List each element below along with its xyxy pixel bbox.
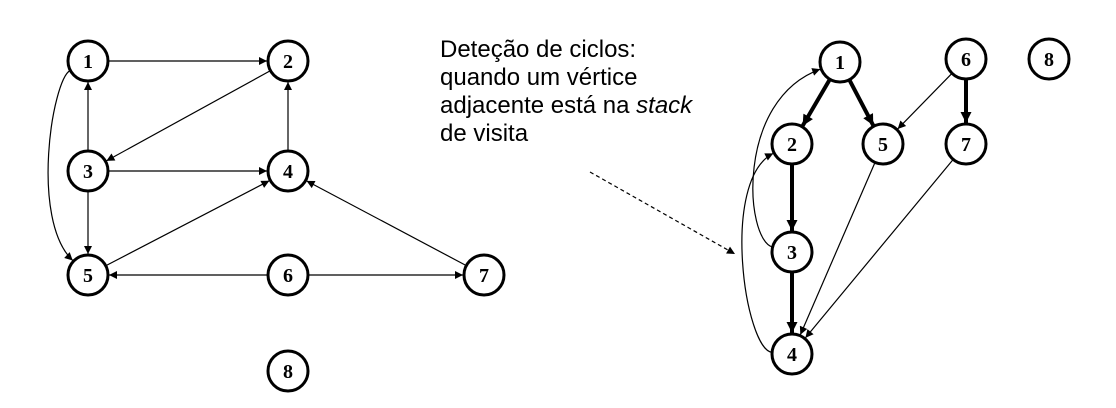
left-graph-node-5-label: 5	[83, 265, 93, 287]
left-graph-edge-1-to-5	[47, 69, 74, 261]
left-graph-node-8-label: 8	[283, 361, 293, 383]
left-graph-node-4-label: 4	[283, 161, 293, 183]
right-tree-node-2-circle	[770, 122, 814, 166]
right-tree-node-4-label: 4	[787, 344, 797, 366]
right-tree-node-8: 8	[1027, 37, 1071, 81]
right-tree-node-7-circle	[944, 122, 988, 166]
right-tree-edge-6-to-5	[897, 72, 953, 130]
left-graph-node-1: 1	[66, 39, 110, 83]
left-graph-node-4-circle	[266, 149, 310, 193]
left-graph-node-6-circle	[266, 253, 310, 297]
caption-stack-word: stack	[636, 92, 693, 119]
right-tree-edge-4-to-2	[741, 152, 774, 353]
right-tree-node-1: 1	[818, 40, 862, 84]
cycle-detection-caption: Deteção de ciclos: quando um vértice adj…	[440, 36, 740, 148]
right-tree-edge-5-to-4	[799, 162, 876, 335]
right-tree-edge-7-to-4	[804, 159, 954, 339]
caption-pointer-arrow	[589, 171, 736, 255]
left-graph-node-7-circle	[462, 253, 506, 297]
left-graph-node-3: 3	[66, 149, 110, 193]
right-tree-node-5-label: 5	[878, 134, 888, 156]
right-tree-node-1-circle	[818, 40, 862, 84]
right-tree-node-7: 7	[944, 122, 988, 166]
left-graph-node-2-label: 2	[283, 51, 293, 73]
left-graph-node-3-circle	[66, 149, 110, 193]
left-graph-node-1-circle	[66, 39, 110, 83]
caption-line-3-text: adjacente está na	[440, 92, 637, 119]
caption-line-3: adjacente está na stack	[440, 92, 740, 120]
right-tree-node-3: 3	[770, 230, 814, 274]
left-graph-node-8: 8	[266, 349, 310, 393]
right-tree-node-7-label: 7	[961, 134, 971, 156]
right-tree-edge-1-to-5	[847, 78, 876, 127]
left-graph-edge-2-to-3	[106, 70, 271, 162]
left-graph-node-1-label: 1	[83, 51, 93, 73]
right-tree-node-2: 2	[770, 122, 814, 166]
left-graph-node-2: 2	[266, 39, 310, 83]
right-tree-node-8-label: 8	[1044, 49, 1054, 71]
left-graph-node-7-label: 7	[479, 265, 489, 287]
right-tree-node-1-label: 1	[835, 52, 845, 74]
left-graph-edge-5-to-4	[105, 180, 270, 267]
left-graph-node-6: 6	[266, 253, 310, 297]
left-graph-node-5: 5	[66, 253, 110, 297]
right-tree-node-6: 6	[944, 37, 988, 81]
right-tree-node-8-circle	[1027, 37, 1071, 81]
right-tree-node-4: 4	[770, 332, 814, 376]
right-tree-node-6-label: 6	[961, 49, 971, 71]
right-tree-edge-3-to-1	[752, 68, 821, 248]
left-graph-node-5-circle	[66, 253, 110, 297]
left-graph-node-4: 4	[266, 149, 310, 193]
caption-line-1: Deteção de ciclos:	[440, 36, 637, 63]
left-graph-node-2-circle	[266, 39, 310, 83]
right-tree-node-6-circle	[944, 37, 988, 81]
right-tree-node-2-label: 2	[787, 134, 797, 156]
caption-line-4: de visita	[440, 120, 529, 147]
left-graph-node-7: 7	[462, 253, 506, 297]
left-graph-node-3-label: 3	[83, 161, 93, 183]
left-graph-node-6-label: 6	[283, 265, 293, 287]
left-graph-node-8-circle	[266, 349, 310, 393]
left-graph-edge-7-to-4	[306, 180, 467, 267]
caption-line-2: quando um vértice	[440, 64, 638, 91]
right-tree-edge-1-to-2	[800, 78, 832, 127]
right-tree-node-3-label: 3	[787, 242, 797, 264]
right-tree-node-5: 5	[861, 122, 905, 166]
right-tree-node-3-circle	[770, 230, 814, 274]
right-tree-node-4-circle	[770, 332, 814, 376]
right-tree-node-5-circle	[861, 122, 905, 166]
